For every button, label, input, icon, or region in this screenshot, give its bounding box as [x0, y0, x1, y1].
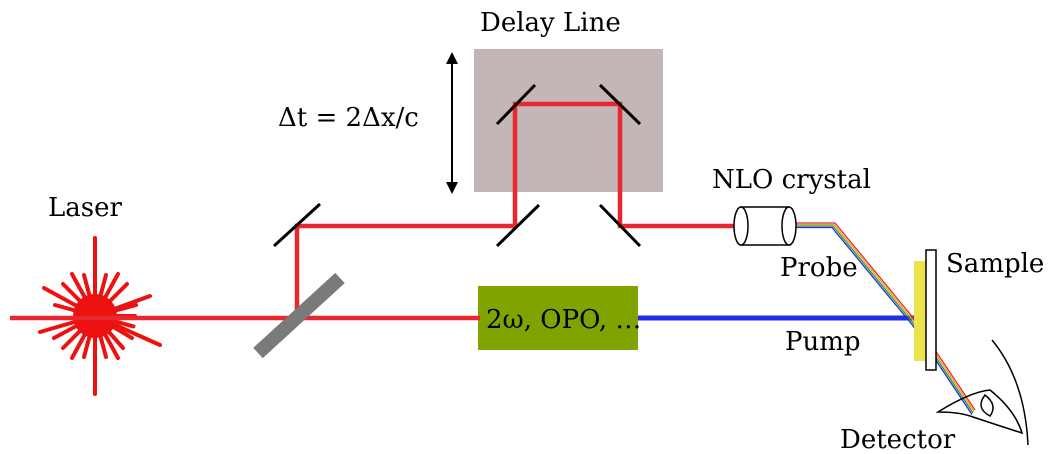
delay-formula-label: Δt = 2Δx/c	[278, 103, 419, 133]
beam-splitter	[253, 272, 345, 359]
sample-label: Sample	[946, 249, 1044, 279]
detector-label: Detector	[840, 425, 956, 454]
mirrors	[272, 83, 642, 248]
probe-beam	[792, 222, 976, 415]
probe-label: Probe	[780, 253, 858, 283]
sample-holder	[925, 249, 937, 371]
detector-eye-icon	[935, 339, 1029, 446]
nlo-crystal-icon	[733, 206, 797, 246]
converter-label: 2ω, OPO, …	[486, 305, 641, 335]
pump-label: Pump	[785, 327, 861, 357]
nlo-crystal-label: NLO crystal	[712, 165, 871, 195]
sample-plate	[914, 261, 926, 361]
delay-line-label: Delay Line	[480, 8, 621, 38]
frequency-converter-box	[478, 286, 638, 350]
laser-label: Laser	[48, 193, 122, 223]
delay-line-stage	[474, 49, 663, 192]
